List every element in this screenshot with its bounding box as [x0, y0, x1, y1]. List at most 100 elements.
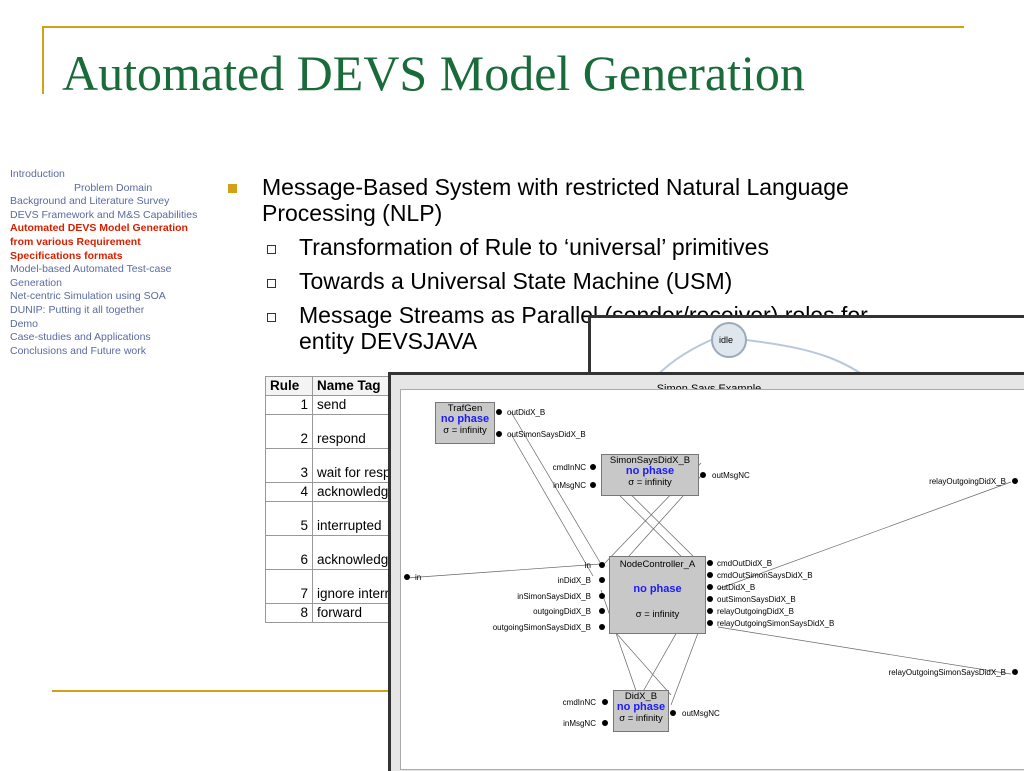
trafgen-model[interactable]: TrafGen no phase σ = infinity: [435, 402, 495, 444]
rule-number: 1: [265, 395, 313, 415]
header-rule: Rule: [265, 376, 313, 396]
hollow-square-bullet-icon: [267, 313, 276, 322]
sidebar-item-conclusions[interactable]: Conclusions and Future work: [10, 344, 146, 357]
port-dot-icon: [707, 560, 713, 566]
port-label: outgoingDidX_B: [533, 607, 591, 616]
rule-number: 3: [265, 448, 313, 483]
port-dot-icon: [599, 593, 605, 599]
left-rule: [42, 26, 44, 94]
port-label: outSimonSaysDidX_B: [507, 430, 586, 439]
model-sigma: σ = infinity: [635, 609, 680, 620]
sidebar-item-devs-framework[interactable]: DEVS Framework and M&S Capabilities: [10, 208, 198, 221]
port-dot-icon: [707, 596, 713, 602]
rule-number: 8: [265, 603, 313, 623]
sidebar-nav: Introduction Problem Domain Background a…: [10, 168, 210, 358]
rule-number: 4: [265, 482, 313, 502]
port-label: in: [584, 561, 591, 570]
model-name: DidX_B: [624, 691, 658, 702]
slide-title: Automated DEVS Model Generation: [62, 45, 805, 101]
port-label: outDidX_B: [507, 408, 546, 417]
port-label: cmdOutDidX_B: [717, 559, 773, 568]
port-dot-icon: [602, 720, 608, 726]
hollow-square-bullet-icon: [267, 245, 276, 254]
bullet-main: Message-Based System with restricted Nat…: [224, 174, 924, 226]
port-label: cmdInNC: [562, 698, 596, 707]
sub-bullet: Towards a Universal State Machine (USM): [224, 268, 924, 294]
port-label: relayOutgoingDidX_B: [929, 477, 1006, 486]
hollow-square-bullet-icon: [267, 279, 276, 288]
rule-number: 5: [265, 501, 313, 536]
port-label: relayOutgoingSimonSaysDidX_B: [717, 619, 835, 628]
sidebar-item-dunip[interactable]: DUNIP: Putting it all together: [10, 303, 145, 316]
model-phase: no phase: [625, 465, 675, 477]
sidebar-item-background[interactable]: Background and Literature Survey: [10, 195, 170, 208]
sidebar-item-problem-domain[interactable]: Problem Domain: [74, 181, 153, 194]
model-sigma: σ = infinity: [443, 425, 487, 436]
port-dot-icon: [602, 699, 608, 705]
port-label: inMsgNC: [563, 719, 596, 728]
port-label: cmdInNC: [552, 463, 586, 472]
port-dot-icon: [590, 482, 596, 488]
sidebar-item-automated-devs[interactable]: Automated DEVS Model Generation from var…: [10, 222, 188, 262]
port-label: cmdOutSimonSaysDidX_B: [717, 571, 813, 580]
model-sigma: σ = infinity: [628, 477, 672, 488]
bullet-main-text: Message-Based System with restricted Nat…: [262, 174, 849, 226]
sub-bullet: Transformation of Rule to ‘universal’ pr…: [224, 234, 924, 260]
port-dot-icon: [1012, 669, 1018, 675]
square-bullet-icon: [228, 184, 237, 193]
port-dot-icon: [707, 572, 713, 578]
port-dot-icon: [599, 624, 605, 630]
rule-number: 7: [265, 569, 313, 604]
port-label: inSimonSaysDidX_B: [517, 592, 591, 601]
rule-number: 2: [265, 414, 313, 449]
port-dot-icon: [496, 409, 502, 415]
sidebar-item-introduction[interactable]: Introduction: [10, 168, 65, 180]
rule-number: 6: [265, 535, 313, 570]
model-name: NodeController_A: [619, 559, 696, 570]
sidebar-item-net-centric[interactable]: Net-centric Simulation using SOA: [10, 290, 166, 303]
port-dot-icon: [1012, 478, 1018, 484]
port-label: outSimonSaysDidX_B: [717, 595, 796, 604]
simulation-viewer-window[interactable]: Simon Says Example TrafGen no phase: [388, 372, 1024, 771]
port-dot-icon: [599, 608, 605, 614]
top-rule: [42, 26, 964, 28]
sub-bullet-text: Towards a Universal State Machine (USM): [299, 268, 733, 294]
port-label: outDidX_B: [717, 583, 756, 592]
model-sigma: σ = infinity: [619, 713, 663, 724]
port-label: inDidX_B: [557, 576, 591, 585]
port-label: in: [415, 573, 422, 582]
port-dot-icon: [599, 577, 605, 583]
port-dot-icon: [707, 608, 713, 614]
model-phase: no phase: [633, 583, 682, 595]
port-dot-icon: [700, 472, 706, 478]
sidebar-item-test-case-generation[interactable]: Model-based Automated Test-case Generati…: [10, 263, 172, 289]
nodecontroller-model[interactable]: NodeController_A no phase σ = infinity: [609, 556, 706, 634]
port-label: relayOutgoingDidX_B: [717, 607, 794, 616]
port-label: outgoingSimonSaysDidX_B: [492, 623, 591, 632]
port-label: inMsgNC: [553, 481, 586, 490]
port-dot-icon: [404, 574, 410, 580]
model-name: SimonSaysDidX_B: [609, 455, 691, 466]
sidebar-item-demo[interactable]: Demo: [10, 317, 39, 330]
port-dot-icon: [707, 584, 713, 590]
idle-state-label: idle: [719, 335, 734, 345]
model-phase: no phase: [616, 701, 666, 713]
model-phase: no phase: [440, 413, 490, 425]
simonsays-model[interactable]: SimonSaysDidX_B no phase σ = infinity: [601, 454, 699, 496]
port-label: outMsgNC: [712, 471, 750, 480]
port-dot-icon: [590, 464, 596, 470]
bottom-rule: [52, 690, 412, 692]
bullet-list: Message-Based System with restricted Nat…: [224, 174, 924, 354]
port-label: outMsgNC: [682, 709, 720, 718]
sub-bullet-text: Transformation of Rule to ‘universal’ pr…: [299, 234, 769, 260]
model-canvas[interactable]: TrafGen no phase σ = infinity outDidX_B …: [400, 389, 1024, 770]
port-dot-icon: [707, 620, 713, 626]
port-dot-icon: [496, 431, 502, 437]
sidebar-item-case-studies[interactable]: Case-studies and Applications: [10, 331, 151, 344]
port-dot-icon: [670, 710, 676, 716]
didx-model[interactable]: DidX_B no phase σ = infinity: [613, 690, 669, 732]
port-label: relayOutgoingSimonSaysDidX_B: [888, 668, 1006, 677]
idle-state-node: [711, 322, 747, 358]
